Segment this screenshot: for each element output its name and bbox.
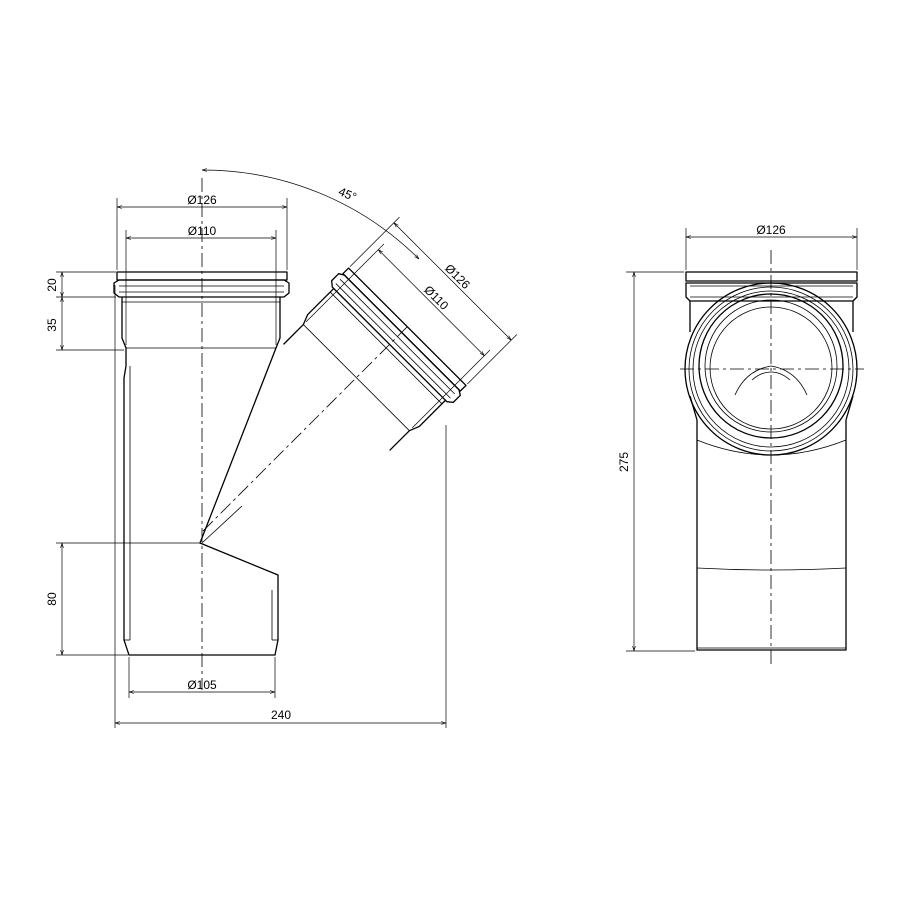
dim-label: 20 <box>45 278 59 292</box>
dim-side: Ø126 275 <box>617 223 858 652</box>
dim-label: Ø105 <box>187 678 217 692</box>
main-pipe-body <box>121 302 281 656</box>
top-socket-ring <box>113 271 290 303</box>
front-view: Ø126 Ø110 45° Ø126 Ø110 <box>45 170 518 728</box>
side-branch-socket <box>684 282 858 456</box>
branch-intersection-line <box>201 505 243 544</box>
dim-label: 275 <box>617 452 631 472</box>
dim-bottom: Ø105 240 <box>114 285 447 728</box>
dim-label: Ø110 <box>421 283 451 313</box>
dim-label: Ø126 <box>756 223 786 237</box>
dim-label: Ø126 <box>187 193 217 207</box>
dim-socket-inner: Ø110 <box>125 224 277 345</box>
dim-label: Ø110 <box>188 224 217 238</box>
dim-label: 240 <box>271 708 291 722</box>
side-view: Ø126 275 <box>617 223 864 665</box>
dim-angle: 45° <box>202 170 419 259</box>
dim-label: 45° <box>336 184 358 204</box>
dim-label: 35 <box>45 318 59 332</box>
dim-label: Ø126 <box>442 261 473 292</box>
dim-left-vertical: 20 35 80 <box>45 271 200 656</box>
dim-label: 80 <box>45 592 59 606</box>
branch-socket <box>201 267 467 533</box>
